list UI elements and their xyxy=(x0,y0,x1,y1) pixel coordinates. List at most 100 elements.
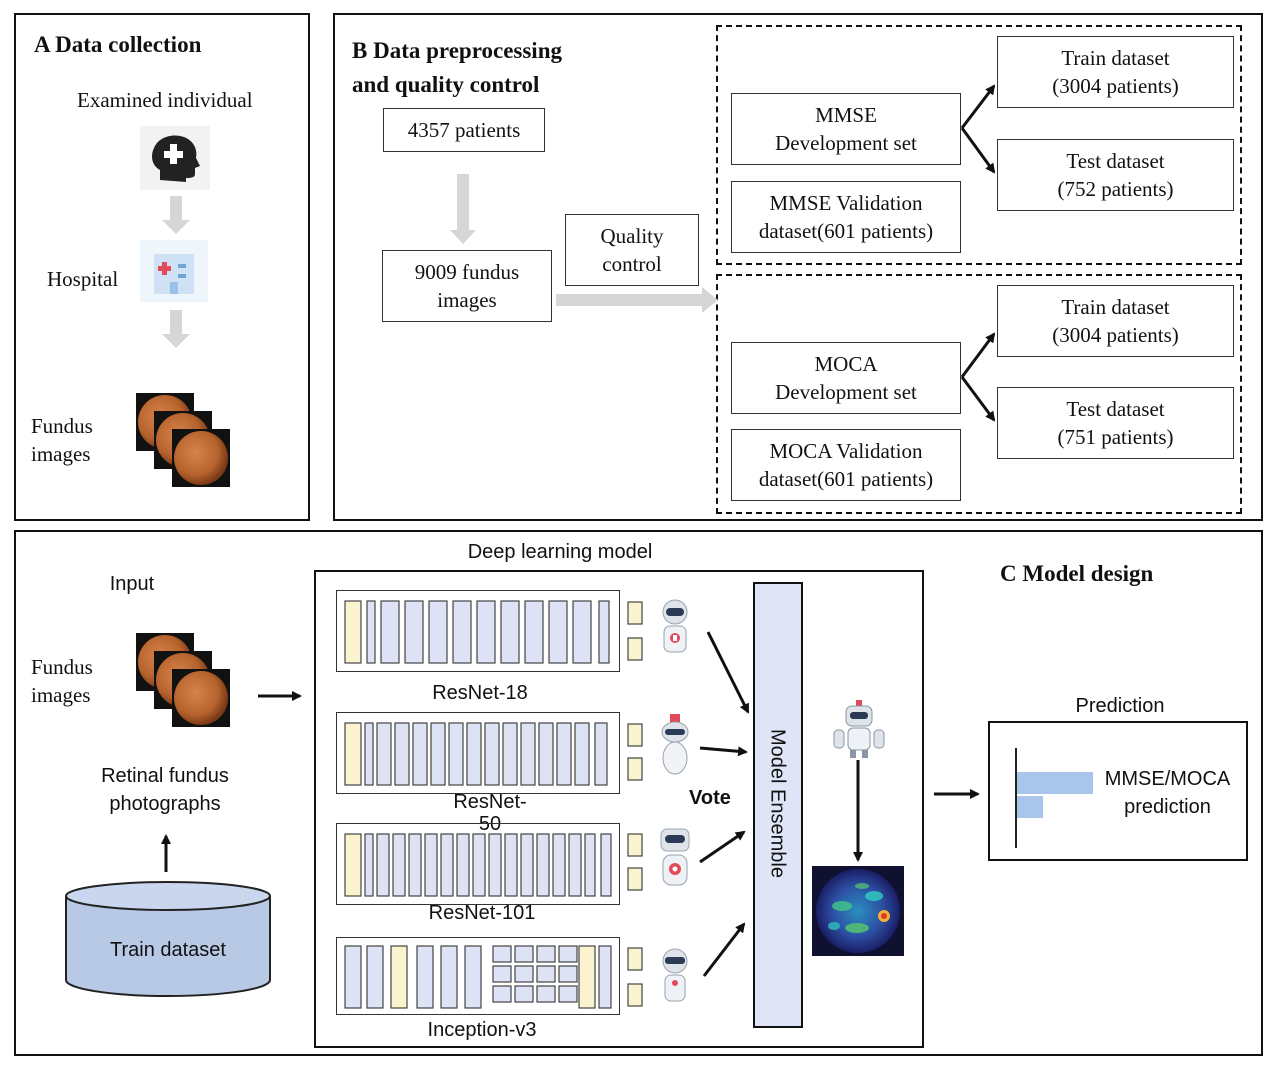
network-layer xyxy=(456,833,470,897)
prediction-title: Prediction xyxy=(1075,695,1165,717)
network-layer xyxy=(344,600,362,664)
fundus-images-label-c: Fundus images xyxy=(31,655,93,707)
network-layer xyxy=(464,945,482,1009)
model-resnet101 xyxy=(336,823,620,905)
moca-development-box: MOCA Development set xyxy=(731,342,961,414)
moca-test-box: Test dataset (751 patients) xyxy=(997,387,1234,459)
network-layer xyxy=(440,945,458,1009)
mmse-train-box: Train dataset (3004 patients) xyxy=(997,36,1234,108)
network-layer xyxy=(584,833,596,897)
network-layer xyxy=(572,600,592,664)
fundus-image-stack-c xyxy=(136,633,232,727)
network-layer xyxy=(428,600,448,664)
network-layer xyxy=(520,833,534,897)
network-layer xyxy=(344,945,362,1009)
network-layer xyxy=(344,722,362,786)
patients-box: 4357 patients xyxy=(383,108,545,152)
network-layer xyxy=(404,600,424,664)
network-layer xyxy=(600,833,612,897)
network-layer xyxy=(476,600,496,664)
head-medical-icon xyxy=(140,126,210,190)
network-layer xyxy=(376,833,390,897)
heatmap-image xyxy=(812,866,904,956)
network-layer xyxy=(452,600,472,664)
mmse-dashed-group xyxy=(716,25,1242,265)
network-layer xyxy=(430,722,446,786)
prediction-box xyxy=(988,721,1248,861)
model-label-resnet101: ResNet-101 xyxy=(428,902,536,924)
network-layer xyxy=(558,945,578,963)
moca-dashed-group xyxy=(716,274,1242,514)
quality-control-box: Quality control xyxy=(565,214,699,286)
network-layer xyxy=(412,722,428,786)
network-layer xyxy=(536,985,556,1003)
network-layer xyxy=(536,965,556,983)
network-layer xyxy=(364,833,374,897)
database-cylinder xyxy=(64,880,272,998)
vote-label: Vote xyxy=(689,787,731,809)
model-label-resnet50: ResNet- 50 xyxy=(453,791,527,835)
network-layer xyxy=(568,833,582,897)
prediction-axis xyxy=(1015,748,1017,848)
prediction-text: MMSE/MOCA prediction xyxy=(1104,768,1231,818)
model-inceptionv3 xyxy=(336,937,620,1015)
network-layer xyxy=(514,985,534,1003)
model-resnet18 xyxy=(336,590,620,672)
network-layer xyxy=(556,722,572,786)
train-dataset-cylinder-label: Train dataset xyxy=(110,939,226,961)
network-layer xyxy=(390,945,408,1009)
network-layer xyxy=(558,965,578,983)
network-layer xyxy=(484,722,500,786)
panel-a-title: A Data collection xyxy=(34,32,202,57)
network-layer xyxy=(538,722,554,786)
network-layer xyxy=(392,833,406,897)
moca-train-box: Train dataset (3004 patients) xyxy=(997,285,1234,357)
network-layer xyxy=(364,722,374,786)
network-layer xyxy=(472,833,486,897)
network-layer xyxy=(466,722,482,786)
moca-validation-box: MOCA Validation dataset(601 patients) xyxy=(731,429,961,501)
fundus-images-box: 9009 fundus images xyxy=(382,250,552,322)
network-layer xyxy=(598,600,610,664)
network-layer xyxy=(440,833,454,897)
input-label: Input xyxy=(109,573,155,595)
model-label-inceptionv3: Inception-v3 xyxy=(427,1019,537,1041)
network-layer xyxy=(492,945,512,963)
network-layer xyxy=(504,833,518,897)
network-layer xyxy=(574,722,590,786)
robot-icon xyxy=(826,700,892,758)
hospital-label: Hospital xyxy=(47,267,119,291)
network-layer xyxy=(408,833,422,897)
model-ensemble-box xyxy=(753,582,803,1028)
network-layer xyxy=(394,722,410,786)
network-layer xyxy=(416,945,434,1009)
deep-learning-title: Deep learning model xyxy=(467,541,653,563)
network-layer xyxy=(524,600,544,664)
examined-individual-label: Examined individual xyxy=(77,88,253,112)
network-layer xyxy=(492,985,512,1003)
model-resnet50 xyxy=(336,712,620,794)
network-layer xyxy=(594,722,608,786)
network-layer xyxy=(424,833,438,897)
network-layer xyxy=(448,722,464,786)
robot-icon xyxy=(655,598,695,662)
network-layer xyxy=(578,945,596,1009)
network-layer xyxy=(514,945,534,963)
network-layer xyxy=(380,600,400,664)
network-layer xyxy=(492,965,512,983)
fundus-image-stack xyxy=(136,393,232,487)
mmse-development-box: MMSE Development set xyxy=(731,93,961,165)
deep-learning-model-box xyxy=(314,570,924,1048)
output-nodes xyxy=(626,600,646,1020)
network-layer xyxy=(344,833,362,897)
prediction-bar-2 xyxy=(1017,796,1043,818)
network-layer xyxy=(558,985,578,1003)
network-layer xyxy=(520,722,536,786)
hospital-icon xyxy=(140,240,208,302)
fundus-images-label-a: Fundus images xyxy=(31,414,93,466)
network-layer xyxy=(366,600,376,664)
network-layer xyxy=(500,600,520,664)
mmse-validation-box: MMSE Validation dataset(601 patients) xyxy=(731,181,961,253)
